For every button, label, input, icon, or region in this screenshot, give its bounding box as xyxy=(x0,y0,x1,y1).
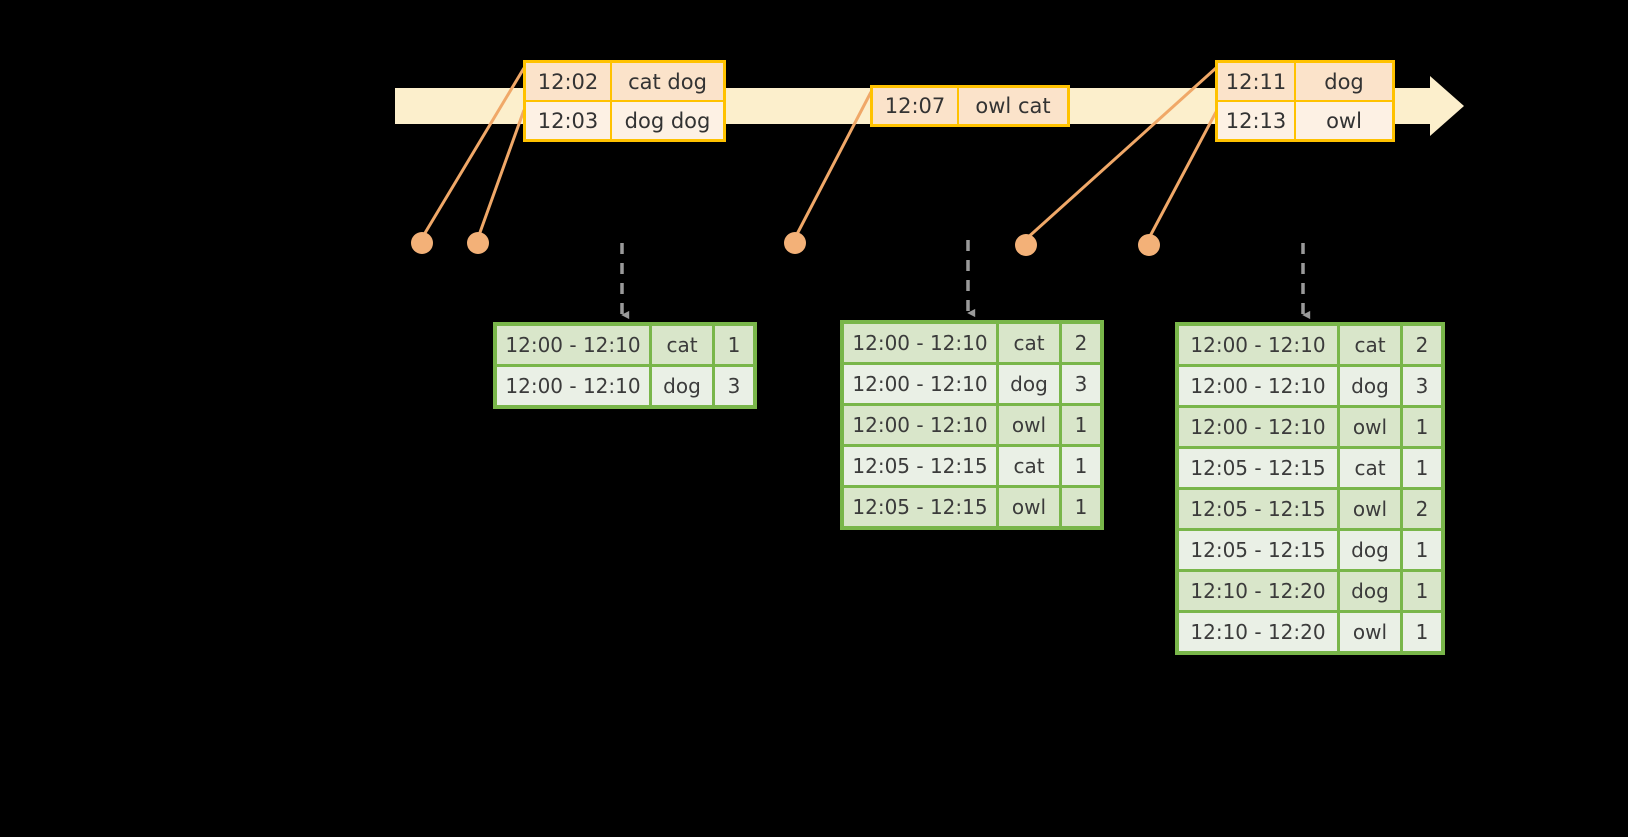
event-time: 12:07 xyxy=(873,88,959,124)
cell-window: 12:05 - 12:15 xyxy=(1179,490,1337,528)
event-time: 12:02 xyxy=(526,63,612,100)
cell-count: 3 xyxy=(715,367,753,405)
cell-window: 12:00 - 12:10 xyxy=(497,367,649,405)
origin-dot-5 xyxy=(1138,234,1160,256)
event-payload: dog xyxy=(1296,63,1392,100)
event-payload: cat dog xyxy=(612,63,723,100)
cell-key: owl xyxy=(999,488,1059,526)
cell-key: dog xyxy=(1340,367,1400,405)
cell-window: 12:05 - 12:15 xyxy=(844,488,996,526)
connector-line-1203 xyxy=(476,109,526,239)
event-payload: owl cat xyxy=(959,88,1067,124)
event-row: 12:11 dog xyxy=(1218,63,1392,100)
cell-count: 1 xyxy=(1403,531,1441,569)
cell-key: owl xyxy=(1340,490,1400,528)
event-group-1[interactable]: 12:02 cat dog 12:03 dog dog xyxy=(523,60,726,142)
cell-key: owl xyxy=(1340,613,1400,651)
cell-window: 12:00 - 12:10 xyxy=(497,326,649,364)
origin-dot-2 xyxy=(467,232,489,254)
cell-count: 1 xyxy=(1062,406,1100,444)
cell-key: cat xyxy=(1340,449,1400,487)
event-row: 12:13 owl xyxy=(1218,100,1392,139)
cell-count: 1 xyxy=(1062,447,1100,485)
cell-window: 12:05 - 12:15 xyxy=(1179,531,1337,569)
cell-count: 1 xyxy=(1062,488,1100,526)
cell-count: 2 xyxy=(1062,324,1100,362)
cell-key: dog xyxy=(652,367,712,405)
cell-key: dog xyxy=(1340,531,1400,569)
origin-dot-4 xyxy=(1015,234,1037,256)
cell-count: 1 xyxy=(1403,449,1441,487)
cell-count: 2 xyxy=(1403,490,1441,528)
cell-count: 3 xyxy=(1403,367,1441,405)
event-group-3[interactable]: 12:11 dog 12:13 owl xyxy=(1215,60,1395,142)
cell-window: 12:05 - 12:15 xyxy=(844,447,996,485)
cell-key: cat xyxy=(999,447,1059,485)
cell-count: 1 xyxy=(1403,572,1441,610)
cell-window: 12:00 - 12:10 xyxy=(1179,367,1337,405)
cell-count: 1 xyxy=(1403,613,1441,651)
cell-key: cat xyxy=(1340,326,1400,364)
event-payload: dog dog xyxy=(612,102,723,139)
cell-key: cat xyxy=(999,324,1059,362)
cell-key: owl xyxy=(999,406,1059,444)
event-time: 12:13 xyxy=(1218,102,1296,139)
cell-window: 12:00 - 12:10 xyxy=(844,324,996,362)
connector-line-1213 xyxy=(1146,111,1218,241)
cell-window: 12:10 - 12:20 xyxy=(1179,572,1337,610)
cell-key: dog xyxy=(999,365,1059,403)
cell-window: 12:00 - 12:10 xyxy=(844,365,996,403)
cell-window: 12:00 - 12:10 xyxy=(844,406,996,444)
cell-window: 12:00 - 12:10 xyxy=(1179,326,1337,364)
cell-window: 12:10 - 12:20 xyxy=(1179,613,1337,651)
event-time: 12:11 xyxy=(1218,63,1296,100)
cell-key: dog xyxy=(1340,572,1400,610)
cell-count: 3 xyxy=(1062,365,1100,403)
origin-dot-3 xyxy=(784,232,806,254)
cell-key: cat xyxy=(652,326,712,364)
origin-dot-1 xyxy=(411,232,433,254)
event-row: 12:03 dog dog xyxy=(526,100,723,139)
cell-count: 1 xyxy=(715,326,753,364)
cell-count: 2 xyxy=(1403,326,1441,364)
cell-key: owl xyxy=(1340,408,1400,446)
event-payload: owl xyxy=(1296,102,1392,139)
cell-window: 12:05 - 12:15 xyxy=(1179,449,1337,487)
event-group-2[interactable]: 12:07 owl cat xyxy=(870,85,1070,127)
event-time: 12:03 xyxy=(526,102,612,139)
timeline-arrow-head xyxy=(1430,76,1464,136)
event-row: 12:07 owl cat xyxy=(873,88,1067,124)
cell-window: 12:00 - 12:10 xyxy=(1179,408,1337,446)
event-row: 12:02 cat dog xyxy=(526,63,723,100)
cell-count: 1 xyxy=(1403,408,1441,446)
